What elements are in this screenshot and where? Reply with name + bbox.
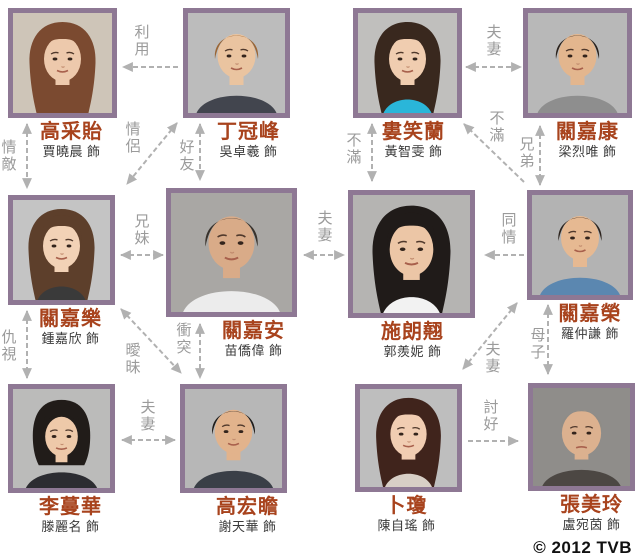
character-card: 關嘉樂鍾嘉欣 飾 <box>8 195 115 346</box>
character-photo[interactable] <box>8 384 115 493</box>
character-card: 施朗翹郭羨妮 飾 <box>348 190 475 359</box>
character-card: 婁笑蘭黃智雯 飾 <box>353 8 462 159</box>
relationship-arrow <box>463 123 525 183</box>
character-card: 丁冠峰吳卓羲 飾 <box>183 8 290 159</box>
relationship-arrow <box>126 122 178 185</box>
character-photo[interactable] <box>353 8 462 118</box>
actor-name: 鍾嘉欣 飾 <box>41 331 100 347</box>
actor-name: 郭羨妮 飾 <box>383 344 442 360</box>
character-photo[interactable] <box>8 8 117 118</box>
character-card: 高宏瞻謝天華 飾 <box>180 384 287 534</box>
actor-name: 梁烈唯 飾 <box>558 144 617 160</box>
relationship-label: 夫 妻 <box>485 341 501 375</box>
actor-name: 盧宛茵 飾 <box>562 517 621 533</box>
relationship-label: 衝 突 <box>176 322 192 356</box>
relationship-label: 不 滿 <box>346 132 362 166</box>
relationship-label: 利 用 <box>134 24 150 58</box>
relationship-label: 夫 妻 <box>140 399 156 433</box>
copyright-text: © 2012 TVB <box>533 538 632 557</box>
actor-name: 吳卓羲 飾 <box>219 144 278 160</box>
actor-name: 羅仲謙 飾 <box>560 326 620 342</box>
character-card: 高采貽賈曉晨 飾 <box>8 8 117 159</box>
relationship-label: 情 敵 <box>1 139 17 173</box>
character-name: 高宏瞻 <box>216 496 279 518</box>
character-card: 張美玲盧宛茵 飾 <box>528 383 635 532</box>
character-card: 關嘉安苗僑偉 飾 <box>166 188 297 358</box>
relationship-label: 夫 妻 <box>486 24 502 58</box>
character-name: 張美玲 <box>560 494 623 516</box>
relationship-label: 仇 視 <box>1 329 17 363</box>
character-photo[interactable] <box>355 384 462 492</box>
character-name: 丁冠峰 <box>217 121 280 143</box>
relationship-label: 好 友 <box>179 139 195 173</box>
relationship-label: 同 情 <box>501 212 517 246</box>
character-photo[interactable] <box>183 8 290 118</box>
character-photo[interactable] <box>523 8 632 118</box>
character-photo[interactable] <box>166 188 297 317</box>
relationship-label: 兄 弟 <box>519 136 535 170</box>
character-card: 李蔓華滕麗名 飾 <box>8 384 115 534</box>
character-photo[interactable] <box>528 383 635 491</box>
relationship-arrow <box>462 302 518 370</box>
character-name: 關嘉樂 <box>39 308 102 330</box>
actor-name: 賈曉晨 飾 <box>42 144 101 160</box>
character-photo[interactable] <box>348 190 475 318</box>
relationship-label: 不 滿 <box>489 110 505 144</box>
character-photo[interactable] <box>180 384 287 493</box>
character-name: 施朗翹 <box>381 321 444 343</box>
character-name: 高采貽 <box>40 121 103 143</box>
character-name: 關嘉榮 <box>558 303 622 325</box>
relationship-label: 情 侶 <box>125 121 141 155</box>
character-photo[interactable] <box>527 190 633 300</box>
character-photo[interactable] <box>8 195 115 305</box>
character-name: 關嘉安 <box>222 320 285 342</box>
relationship-arrow <box>120 308 182 374</box>
character-name: 卜瓊 <box>385 495 428 517</box>
actor-name: 黃智雯 飾 <box>384 144 443 160</box>
relationship-label: 夫 妻 <box>317 210 333 244</box>
relationship-label: 兄 妹 <box>134 213 150 247</box>
actor-name: 謝天華 飾 <box>218 519 277 535</box>
actor-name: 滕麗名 飾 <box>41 519 100 535</box>
character-card: 卜瓊陳自瑤 飾 <box>355 384 462 533</box>
character-card: 關嘉榮羅仲謙 飾 <box>527 190 633 341</box>
character-name: 李蔓華 <box>39 496 102 518</box>
character-card: 關嘉康梁烈唯 飾 <box>523 8 632 159</box>
actor-name: 苗僑偉 飾 <box>224 343 283 359</box>
relationship-label: 曖 昧 <box>125 342 141 376</box>
relationship-label: 討 好 <box>483 399 499 433</box>
relationship-label: 母 子 <box>530 327 546 361</box>
character-name: 婁笑蘭 <box>382 121 445 143</box>
character-name: 關嘉康 <box>556 121 619 143</box>
actor-name: 陳自瑤 飾 <box>377 518 436 534</box>
